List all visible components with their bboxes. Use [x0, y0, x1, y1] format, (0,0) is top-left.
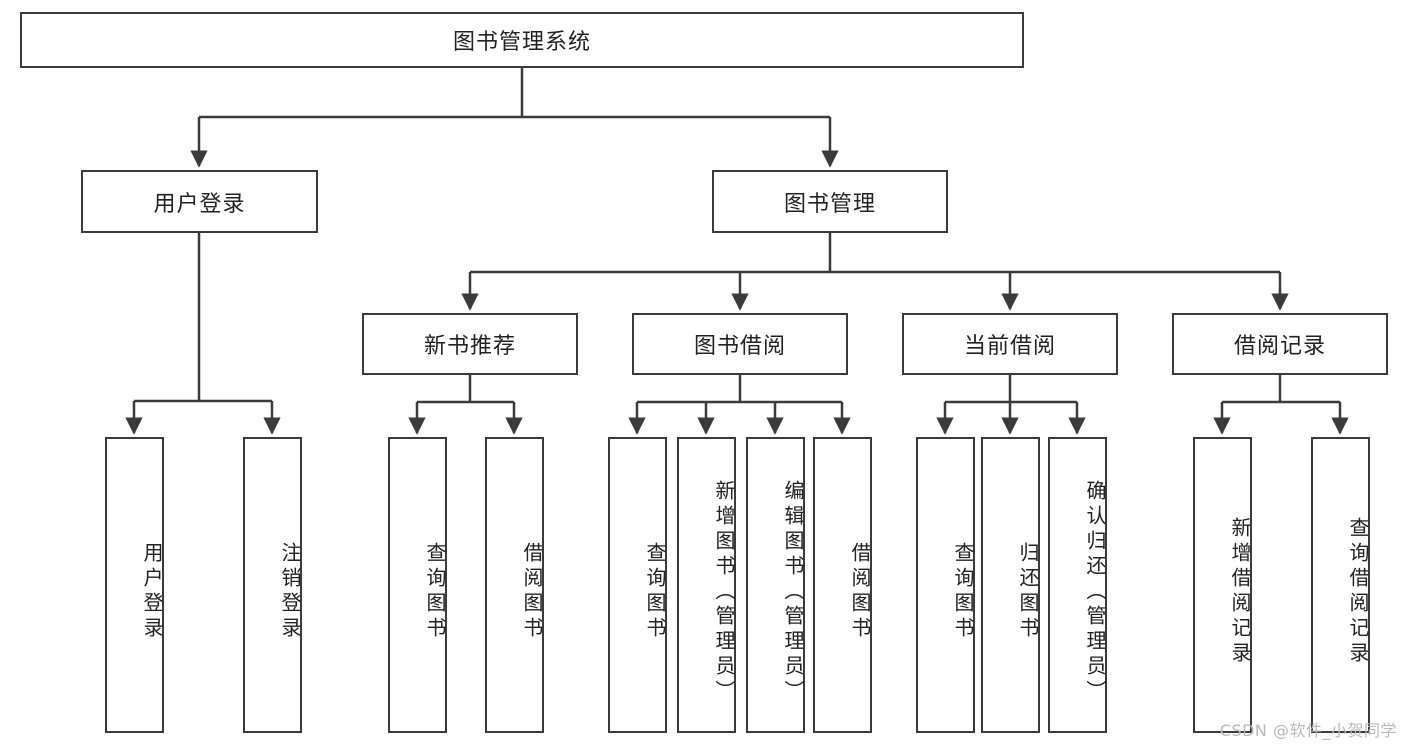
node-label: 图书管理系统 [452, 30, 591, 55]
leaf-current-borrow-query-book[interactable]: 查询图书 [916, 437, 975, 733]
leaf-user-login-logout[interactable]: 注销登录 [243, 437, 302, 733]
node-label: 确认归还（管理员） [1083, 479, 1107, 705]
leaf-new-book-query-book[interactable]: 查询图书 [388, 437, 447, 733]
node-label: 归还图书 [1016, 542, 1040, 642]
node-label: 新增图书（管理员） [712, 479, 736, 705]
node-label: 用户登录 [140, 542, 164, 642]
node-book-borrow[interactable]: 图书借阅 [632, 313, 848, 375]
leaf-current-borrow-return-book[interactable]: 归还图书 [981, 437, 1040, 733]
node-label: 借阅记录 [1233, 334, 1326, 359]
node-current-borrow[interactable]: 当前借阅 [902, 313, 1118, 375]
node-label: 图书管理 [783, 191, 876, 217]
node-label: 查询图书 [643, 542, 667, 642]
leaf-book-borrow-query-book[interactable]: 查询图书 [608, 437, 667, 733]
node-label: 新书推荐 [423, 334, 516, 359]
node-root-book-management-system[interactable]: 图书管理系统 [20, 12, 1024, 68]
node-label: 借阅图书 [520, 542, 544, 642]
node-label: 图书借阅 [693, 334, 786, 359]
leaf-book-borrow-borrow-book[interactable]: 借阅图书 [813, 437, 872, 733]
node-label: 查询图书 [423, 542, 447, 642]
node-label: 编辑图书（管理员） [781, 479, 805, 705]
node-new-book-recommend[interactable]: 新书推荐 [362, 313, 578, 375]
node-user-login[interactable]: 用户登录 [81, 170, 318, 233]
leaf-borrow-record-query-record[interactable]: 查询借阅记录 [1311, 437, 1370, 733]
node-label: 查询借阅记录 [1346, 517, 1370, 667]
node-label: 当前借阅 [963, 334, 1056, 359]
node-label: 注销登录 [278, 542, 302, 642]
leaf-book-borrow-add-book-admin[interactable]: 新增图书（管理员） [677, 437, 736, 733]
node-label: 查询图书 [951, 542, 975, 642]
node-book-management[interactable]: 图书管理 [712, 170, 948, 233]
leaf-user-login-login[interactable]: 用户登录 [105, 437, 164, 733]
node-label: 用户登录 [153, 191, 246, 217]
leaf-new-book-borrow-book[interactable]: 借阅图书 [485, 437, 544, 733]
node-label: 新增借阅记录 [1228, 517, 1252, 667]
node-borrow-record[interactable]: 借阅记录 [1172, 313, 1388, 375]
leaf-borrow-record-add-record[interactable]: 新增借阅记录 [1193, 437, 1252, 733]
leaf-book-borrow-edit-book-admin[interactable]: 编辑图书（管理员） [746, 437, 805, 733]
leaf-current-borrow-confirm-return-admin[interactable]: 确认归还（管理员） [1048, 437, 1107, 733]
node-label: 借阅图书 [848, 542, 872, 642]
